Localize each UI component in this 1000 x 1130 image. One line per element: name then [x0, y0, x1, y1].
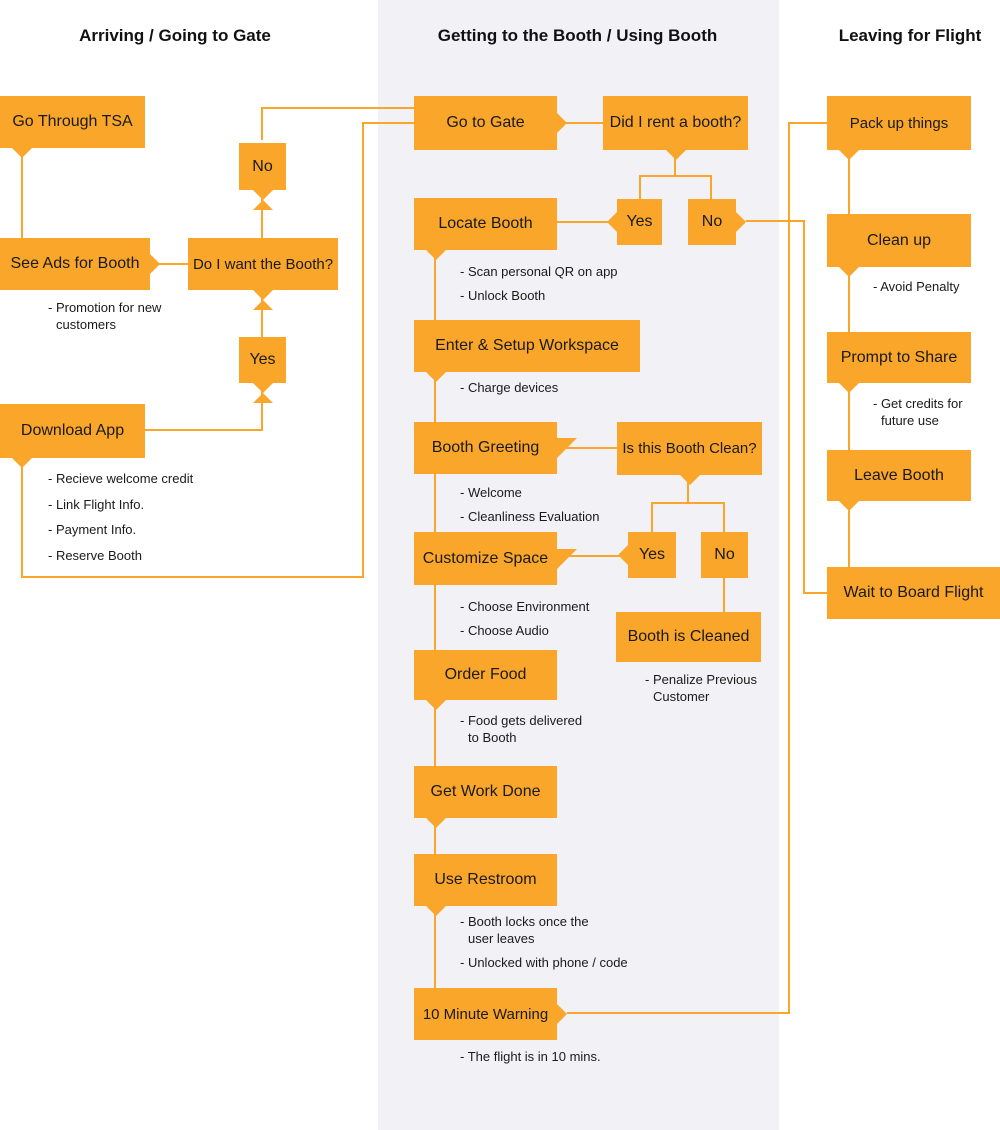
connector-clean-branch-no: [688, 502, 725, 532]
node-prompt-share: Prompt to Share: [827, 332, 971, 393]
note-line: - Booth locks once the: [460, 914, 589, 929]
note-cleaned: - Penalize Previous Customer: [645, 671, 757, 705]
note-greeting: - Welcome - Cleanliness Evaluation: [460, 481, 599, 528]
connector-yes-app: [145, 383, 263, 431]
note-line: customers: [56, 317, 116, 332]
node-get-work-done: Get Work Done: [414, 766, 557, 828]
note-line: - The flight is in 10 mins.: [460, 1049, 601, 1064]
note-cleanup: - Avoid Penalty: [873, 278, 959, 295]
node-rented-no: No: [688, 199, 746, 245]
node-customize-space: Customize Space: [414, 532, 577, 585]
node-clean-up: Clean up: [827, 214, 971, 277]
note-line: - Promotion for new: [48, 300, 162, 315]
node-want-yes: Yes: [239, 337, 286, 403]
node-download-app: Download App: [0, 404, 145, 468]
lane-title-leaving: Leaving for Flight: [838, 26, 982, 45]
node-go-to-gate: Go to Gate: [414, 96, 567, 150]
node-did-i-rent: Did I rent a booth?: [603, 96, 748, 160]
node-booth-greeting: Booth Greeting: [414, 422, 577, 474]
note-line: - Choose Environment: [460, 599, 590, 614]
node-order-food: Order Food: [414, 650, 557, 710]
note-line: - Recieve welcome credit: [48, 471, 194, 486]
node-clean-yes: Yes: [618, 532, 676, 578]
node-want-no: No: [239, 143, 286, 210]
connector-no-board: [746, 220, 827, 594]
note-line: - Penalize Previous: [645, 672, 757, 687]
note-line: - Food gets delivered: [460, 713, 583, 728]
note-order: - Food gets delivered to Booth: [460, 712, 582, 746]
connector-app-gate: [21, 122, 415, 578]
connector-warning-pack: [567, 122, 827, 1014]
connector-rented-branch-no: [675, 175, 712, 199]
node-wait-to-board: Wait to Board Flight: [827, 567, 1000, 619]
node-leave-booth: Leave Booth: [827, 450, 971, 511]
note-line: - Choose Audio: [460, 622, 549, 638]
note-warning: - The flight is in 10 mins.: [460, 1048, 601, 1065]
note-restroom: - Booth locks once the user leaves - Unl…: [460, 913, 628, 971]
node-enter-setup: Enter & Setup Workspace: [414, 320, 640, 382]
note-app: - Recieve welcome credit - Link Flight I…: [48, 466, 193, 568]
lane-title-booth: Getting to the Booth / Using Booth: [437, 26, 718, 45]
node-booth-cleaned: Booth is Cleaned: [616, 612, 761, 662]
note-ads: - Promotion for new customers: [48, 299, 161, 333]
node-rented-yes: Yes: [607, 199, 662, 245]
node-pack-up: Pack up things: [827, 96, 971, 160]
connector-rented-branch: [639, 150, 676, 199]
note-line: - Unlock Booth: [460, 287, 546, 303]
note-line: - Avoid Penalty: [873, 279, 960, 294]
node-see-ads: See Ads for Booth: [0, 238, 160, 290]
note-line: - Reserve Booth: [48, 547, 142, 563]
note-line: - Scan personal QR on app: [460, 264, 618, 279]
connector-clean-branch: [651, 475, 689, 532]
note-line: future use: [881, 413, 939, 428]
node-want-booth: Do I want the Booth?: [188, 238, 338, 310]
note-line: - Charge devices: [460, 380, 559, 395]
note-line: - Unlocked with phone / code: [460, 955, 628, 970]
note-line: - Get credits for: [873, 396, 963, 411]
node-is-booth-clean: Is this Booth Clean?: [617, 422, 762, 485]
note-share: - Get credits for future use: [873, 395, 963, 429]
node-locate-booth: Locate Booth: [414, 198, 557, 260]
connector-no-gate: [261, 107, 415, 140]
node-go-through-tsa: Go Through TSA: [0, 96, 145, 158]
note-line: - Payment Info.: [48, 522, 137, 537]
note-line: to Booth: [468, 730, 517, 745]
note-line: Customer: [653, 689, 710, 704]
note-line: - Welcome: [460, 485, 522, 500]
note-line: user leaves: [468, 931, 535, 946]
note-enter: - Charge devices: [460, 379, 558, 396]
node-clean-no: No: [701, 532, 748, 578]
note-locate: - Scan personal QR on app - Unlock Booth: [460, 260, 618, 307]
node-ten-minute-warning: 10 Minute Warning: [414, 988, 567, 1040]
note-line: - Link Flight Info.: [48, 496, 145, 512]
node-use-restroom: Use Restroom: [414, 854, 557, 916]
note-customize: - Choose Environment - Choose Audio: [460, 595, 589, 642]
lane-title-arriving: Arriving / Going to Gate: [79, 26, 271, 45]
note-line: - Cleanliness Evaluation: [460, 508, 600, 524]
